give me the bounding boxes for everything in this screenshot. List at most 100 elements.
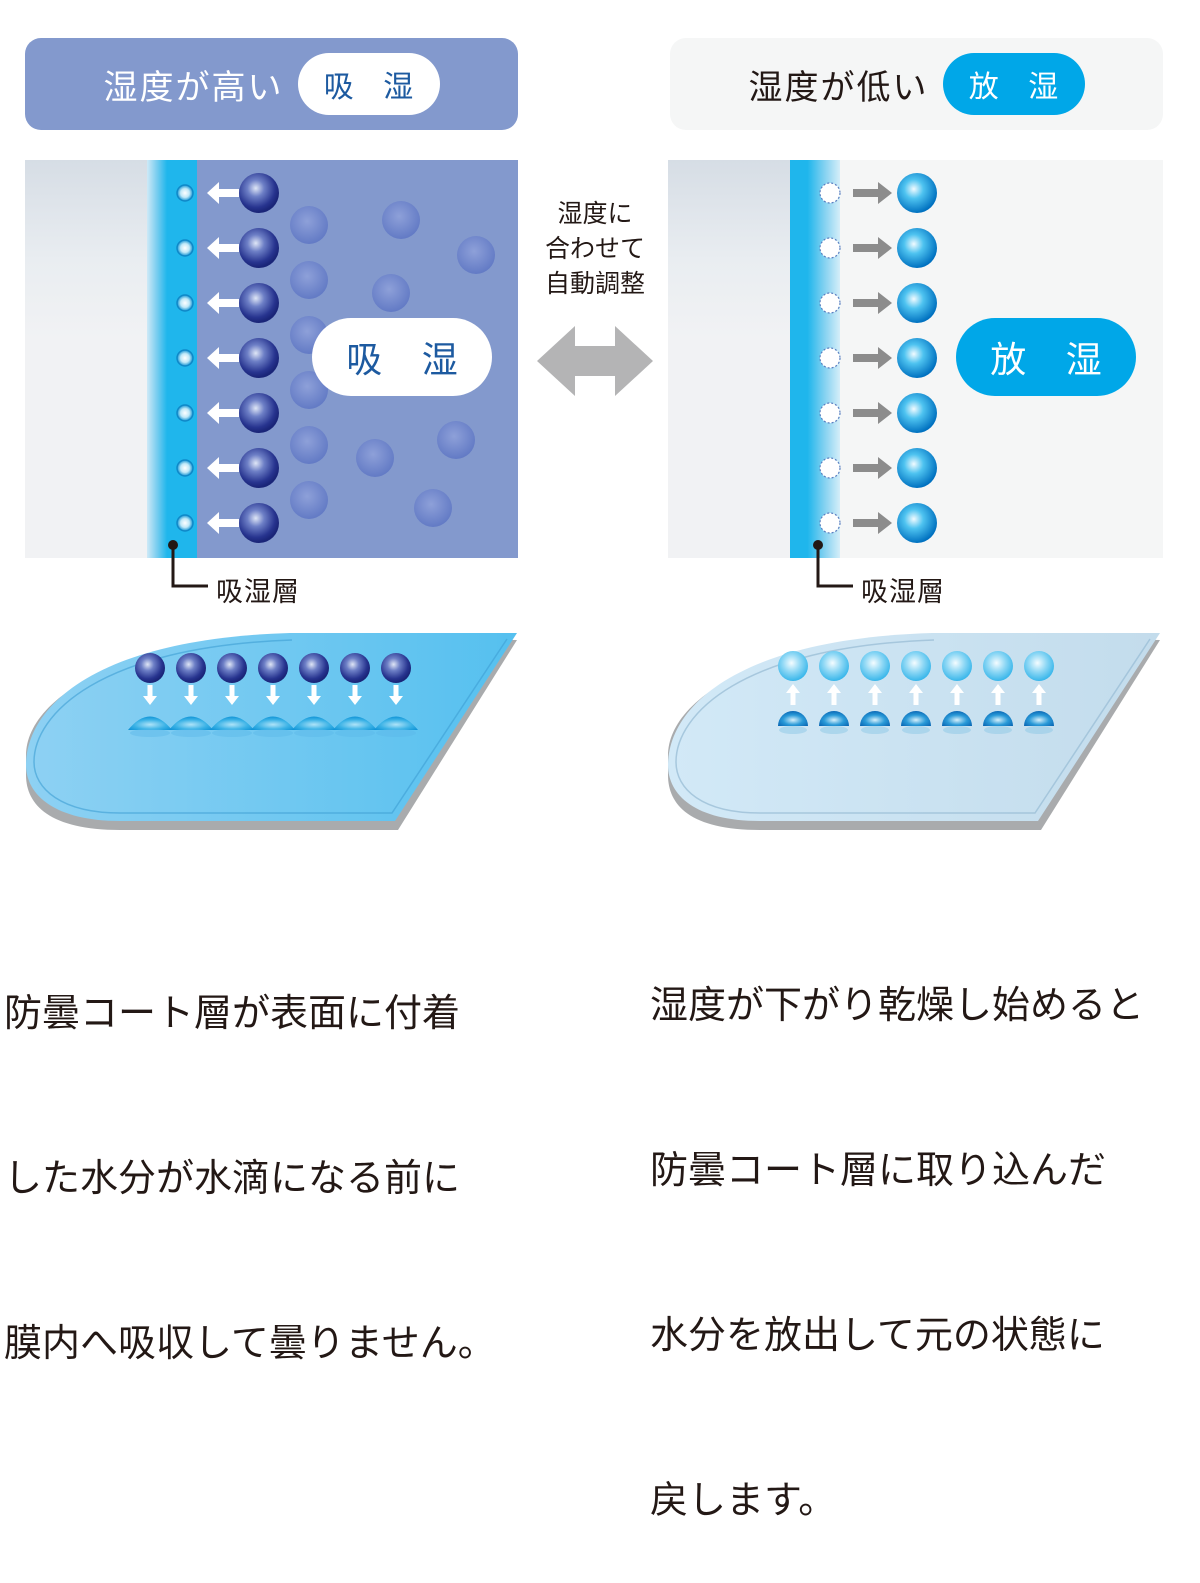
arrow-up-icon — [1032, 684, 1046, 693]
absorb-panel: 吸 湿 — [25, 160, 518, 558]
description-line: 防曇コート層に取り込んだ — [650, 1148, 1107, 1192]
water-droplet-dome — [901, 711, 931, 726]
arrow-up-icon — [991, 684, 1005, 693]
release-molecules — [819, 173, 937, 543]
arrow-down-icon — [393, 685, 399, 697]
water-molecule — [299, 653, 329, 683]
caption-line: 合わせて — [544, 234, 645, 263]
release-panel: 放 湿 — [668, 160, 1163, 558]
background-water-droplet — [372, 274, 410, 312]
arrow-up-icon — [827, 684, 841, 693]
droplet-shadow — [253, 729, 293, 737]
glass-surface — [668, 160, 790, 558]
empty-site-dotted-circle — [819, 237, 841, 259]
background-water-droplet — [290, 426, 328, 464]
description-line: 防曇コート層が表面に付着 — [4, 991, 461, 1035]
droplet-shadow — [1025, 726, 1053, 734]
droplet-shadow — [171, 729, 211, 737]
arrow-up-icon — [868, 684, 882, 693]
release-description: 湿度が下がり乾燥し始めると 防曇コート層に取り込んだ 水分を放出して元の状態に … — [650, 868, 1144, 1583]
arrow-down-icon — [311, 685, 317, 697]
water-molecule — [819, 651, 849, 681]
water-molecule — [897, 173, 937, 213]
absorbed-water-dot — [176, 294, 194, 312]
water-droplet-dome — [819, 711, 849, 726]
water-molecule — [901, 651, 931, 681]
arrow-left-icon — [207, 457, 239, 479]
arrow-up-icon — [950, 684, 964, 693]
description-line: した水分が水滴になる前に — [4, 1156, 461, 1200]
lens-release-illustration — [668, 633, 1160, 830]
background-water-droplet — [356, 439, 394, 477]
absorb-molecules — [176, 173, 495, 543]
description-line: 膜内へ吸収して曇りません。 — [4, 1321, 496, 1365]
droplet-shadow — [130, 729, 170, 737]
arrow-up-icon — [909, 684, 923, 693]
water-molecule — [983, 651, 1013, 681]
absorbed-water-dot — [176, 184, 194, 202]
absorb-label-pill: 吸 湿 — [312, 318, 492, 396]
arrow-right-icon — [853, 402, 892, 424]
arrow-up-icon — [1036, 692, 1042, 705]
water-molecule — [217, 653, 247, 683]
water-droplet-dome — [374, 716, 418, 730]
absorb-description: 防曇コート層が表面に付着 した水分が水滴になる前に 膜内へ吸収して曇りません。 — [4, 876, 496, 1426]
water-droplet-dome — [333, 716, 377, 730]
water-droplet-dome — [292, 716, 336, 730]
water-droplet-dome — [778, 711, 808, 726]
arrow-up-icon — [995, 692, 1001, 705]
release-label-pill: 放 湿 — [956, 318, 1136, 396]
arrow-left-icon — [207, 182, 239, 204]
water-molecule — [381, 653, 411, 683]
humid-header-title: 湿度が高い — [103, 67, 284, 108]
droplet-shadow — [984, 726, 1012, 734]
water-molecule — [239, 338, 279, 378]
water-molecule — [897, 448, 937, 488]
arrow-down-icon — [270, 685, 276, 697]
empty-site-dotted-circle — [819, 347, 841, 369]
background-water-droplet — [290, 371, 328, 409]
absorbed-water-dot — [176, 404, 194, 422]
background-water-droplet — [414, 489, 452, 527]
arrow-down-icon — [147, 685, 153, 697]
arrow-down-icon — [389, 696, 403, 705]
water-molecule — [135, 653, 165, 683]
arrow-right-icon — [853, 457, 892, 479]
layer-label-left: 吸湿層 — [216, 577, 300, 608]
water-molecule — [258, 653, 288, 683]
layer-callout-line-left — [168, 540, 208, 588]
water-molecule — [340, 653, 370, 683]
empty-site-dotted-circle — [819, 512, 841, 534]
dry-header: 湿度が低い 放 湿 — [670, 38, 1163, 130]
water-molecule — [239, 448, 279, 488]
water-molecule — [239, 228, 279, 268]
background-water-droplet — [290, 206, 328, 244]
droplet-shadow — [335, 729, 375, 737]
droplet-shadow — [861, 726, 889, 734]
droplet-shadow — [294, 729, 334, 737]
empty-site-dotted-circle — [819, 182, 841, 204]
arrow-right-icon — [853, 347, 892, 369]
arrow-down-icon — [348, 696, 362, 705]
water-molecule — [897, 228, 937, 268]
water-molecule — [860, 651, 890, 681]
glass-surface — [25, 160, 147, 558]
humid-header: 湿度が高い 吸 湿 — [25, 38, 518, 130]
arrow-up-icon — [954, 692, 960, 705]
arrow-left-icon — [207, 512, 239, 534]
arrow-up-icon — [786, 684, 800, 693]
empty-site-dotted-circle — [819, 402, 841, 424]
arrow-down-icon — [307, 696, 321, 705]
water-molecule — [897, 283, 937, 323]
droplet-shadow — [820, 726, 848, 734]
water-molecule — [239, 503, 279, 543]
water-molecule — [239, 283, 279, 323]
droplet-shadow — [212, 729, 252, 737]
droplet-shadow — [376, 729, 416, 737]
arrow-down-icon — [229, 685, 235, 697]
background-water-droplet — [437, 421, 475, 459]
arrow-right-icon — [853, 292, 892, 314]
absorbed-water-dot — [176, 514, 194, 532]
absorb-badge: 吸 湿 — [297, 53, 440, 115]
water-molecule — [778, 651, 808, 681]
